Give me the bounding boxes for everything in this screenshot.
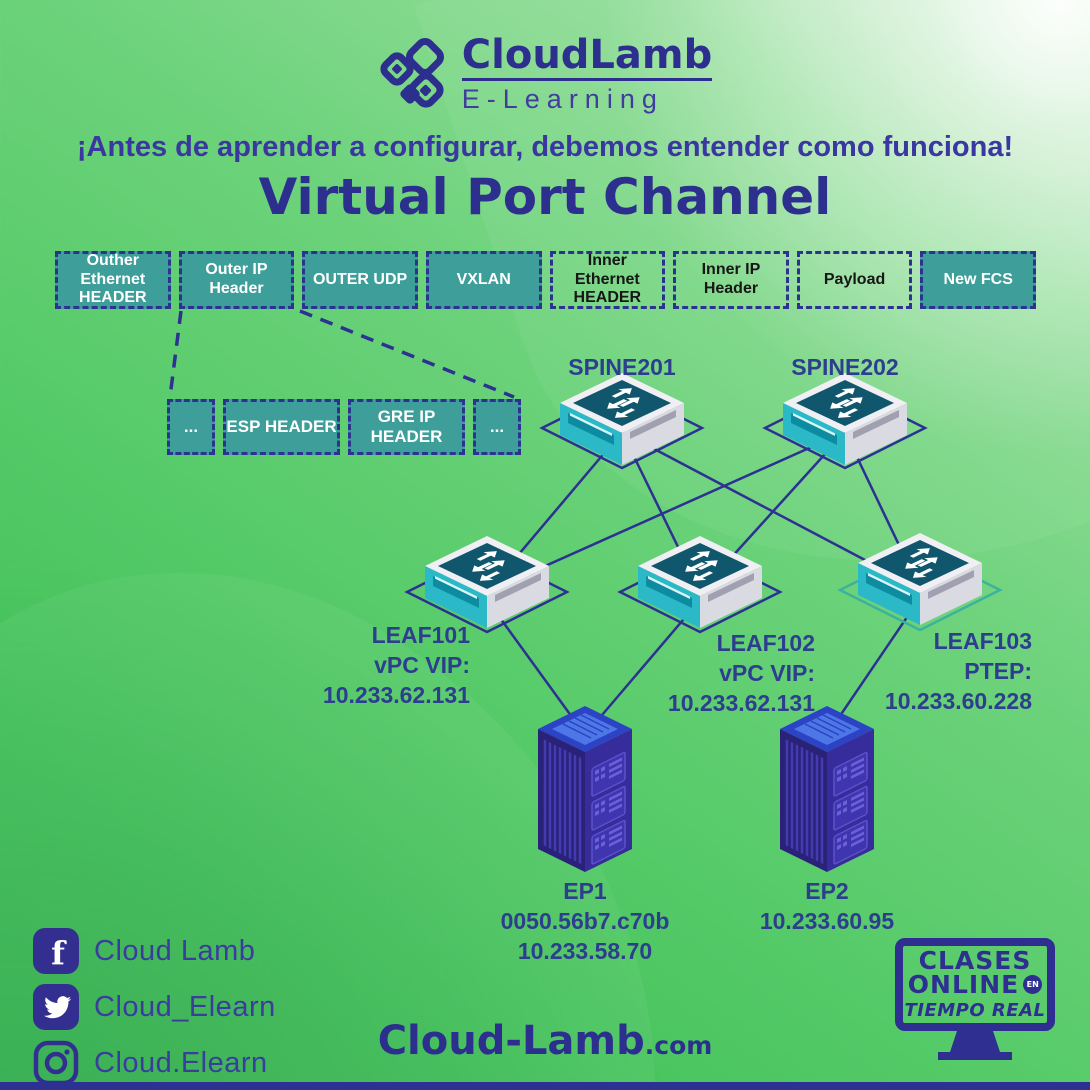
facebook-link[interactable]: f Cloud Lamb [33,928,276,974]
brand-tagline: E-Learning [461,84,664,114]
facebook-icon: f [33,928,79,974]
leaf103-name: LEAF103 [933,628,1032,654]
ep1-label: EP1 0050.56b7.c70b 10.233.58.70 [465,876,705,966]
header-box-new-fcs: New FCS [920,251,1036,309]
twitter-handle: Cloud_Elearn [94,990,276,1023]
badge-line2: ONLINE EN [907,969,1043,999]
cloudlamb-logo-icon [380,37,444,108]
packet-header-expanded-row: ... ESP HEADER GRE IP HEADER ... [167,399,521,455]
svg-text:f: f [51,934,67,972]
ep1-ip: 10.233.58.70 [517,938,653,964]
brand-name: CloudLamb [461,34,713,81]
leaf103-role: PTEP: [964,658,1032,684]
badge-en-circle: EN [1023,975,1043,994]
headline: ¡Antes de aprender a configurar, debemos… [76,131,1014,163]
spine201-label: SPINE201 [568,354,676,380]
leaf102-diamond [618,550,782,634]
facebook-handle: Cloud Lamb [94,934,256,967]
leaf101-role: vPC VIP: [374,652,470,678]
leaf103-ip: 10.233.60.228 [884,688,1032,714]
ep1-server-icon [536,704,634,874]
spine202-switch-icon [783,373,907,465]
header-box-outer-ethernet: Outher Ethernet HEADER [55,251,171,309]
ep1-name: EP1 [563,878,607,904]
header-box-outer-ip: Outer IP Header [178,251,295,309]
badge-line3: TIEMPO REAL [904,999,1046,1021]
instagram-handle: Cloud.Elearn [94,1046,268,1079]
ep2-name: EP2 [805,878,849,904]
leaf103-diamond [838,548,1002,632]
leaf103-label: LEAF103 PTEP: 10.233.60.228 [802,626,1032,716]
leaf101-ip: 10.233.62.131 [322,682,470,708]
monitor-base [938,1052,1012,1060]
header-box-vxlan: VXLAN [425,251,542,309]
monitor-stand [950,1031,1000,1052]
leaf101-label: LEAF101 vPC VIP: 10.233.62.131 [240,620,470,710]
leaf101-switch-icon [425,536,549,628]
bottom-bar [0,1082,1090,1090]
ep2-server-icon [778,704,876,874]
header-box-inner-ethernet: Inner Ethernet HEADER [549,251,666,309]
header-box-payload: Payload [796,251,913,309]
ep2-ip: 10.233.60.95 [759,908,895,934]
spine202-label: SPINE202 [791,354,899,380]
clases-online-badge: CLASES ONLINE EN TIEMPO REAL [895,938,1055,1031]
spine202-diamond [763,386,927,470]
twitter-link[interactable]: Cloud_Elearn [33,984,276,1030]
twitter-icon [33,984,79,1030]
leaf102-role: vPC VIP: [719,660,815,686]
leaf103-switch-icon [858,533,982,625]
website-link[interactable]: Cloud-Lamb.com [0,1018,1090,1064]
leaf101-name: LEAF101 [371,622,470,648]
website-tld: .com [644,1031,713,1060]
badge-line1: CLASES [918,945,1032,975]
social-links: f Cloud Lamb Cloud_Elearn Cloud.Elearn [33,928,276,1086]
expansion-connector-lines [168,309,515,399]
ep2-label: EP2 10.233.60.95 [707,876,947,936]
brand-header: CloudLamb E-Learning [0,34,1090,115]
leaf102-switch-icon [638,536,762,628]
ep1-mac: 0050.56b7.c70b [500,908,670,934]
leaf102-name: LEAF102 [716,630,815,656]
leaf102-label: LEAF102 vPC VIP: 10.233.62.131 [585,628,815,718]
spine201-diamond [540,386,704,470]
page-title: Virtual Port Channel [258,168,832,226]
header-box-outer-udp: OUTER UDP [302,251,418,309]
header-box-inner-ip: Inner IP Header [673,251,789,309]
badge-online-text: ONLINE [907,969,1020,999]
website-name: Cloud-Lamb [377,1018,645,1064]
sub-box-gre-ip-header: GRE IP HEADER [348,399,465,455]
instagram-link[interactable]: Cloud.Elearn [33,1040,276,1086]
spine201-switch-icon [560,373,684,465]
leaf102-ip: 10.233.62.131 [667,690,815,716]
sub-box-ellipsis-right: ... [473,399,521,455]
sub-box-esp-header: ESP HEADER [223,399,340,455]
packet-header-row: Outher Ethernet HEADER Outer IP Header O… [55,251,1036,309]
sub-box-ellipsis-left: ... [167,399,215,455]
